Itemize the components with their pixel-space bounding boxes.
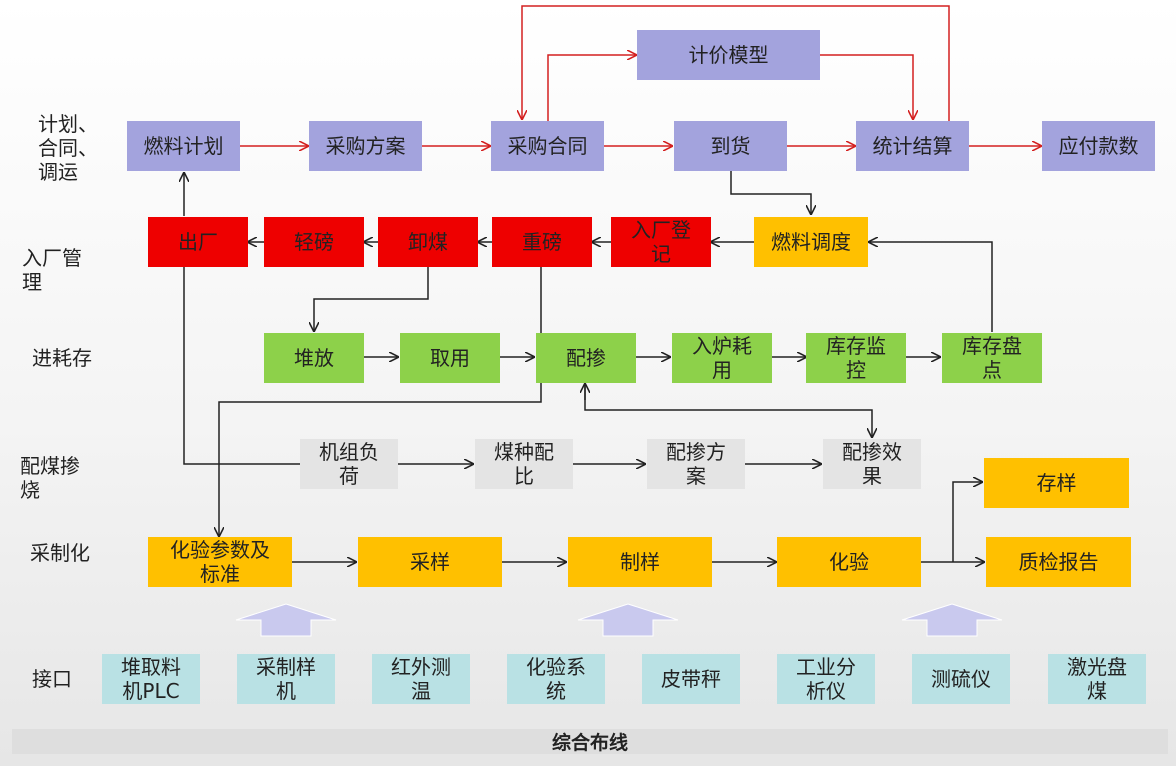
line-exit-to-load bbox=[183, 267, 300, 465]
arrow-inventory-to-dispatch bbox=[869, 242, 993, 332]
interface-stacker-plc: 堆取料 机PLC bbox=[102, 654, 200, 704]
lab-test-box: 化验 bbox=[777, 537, 921, 587]
arrow-blend-effect-link bbox=[584, 382, 872, 437]
lab-params-box: 化验参数及 标准 bbox=[148, 537, 292, 587]
exit-box: 出厂 bbox=[148, 217, 248, 267]
coal-ratio-box: 煤种配 比 bbox=[475, 439, 573, 489]
row-label-blending: 配煤掺 烧 bbox=[20, 454, 80, 502]
interface-laser-coal-survey: 激光盘 煤 bbox=[1048, 654, 1146, 704]
stack-box: 堆放 bbox=[264, 333, 364, 383]
row-label-storage: 进耗存 bbox=[32, 346, 92, 370]
purchase-contract-box: 采购合同 bbox=[491, 121, 604, 171]
quality-report-box: 质检报告 bbox=[986, 537, 1131, 587]
integrated-cabling-bar: 综合布线 bbox=[12, 729, 1168, 754]
payable-box: 应付款数 bbox=[1042, 121, 1155, 171]
blend-effect-box: 配掺效 果 bbox=[823, 439, 921, 489]
interface-infrared-temp: 红外测 温 bbox=[372, 654, 470, 704]
unit-load-box: 机组负 荷 bbox=[300, 439, 398, 489]
sample-prep-box: 制样 bbox=[568, 537, 712, 587]
gross-weigh-box: 重磅 bbox=[492, 217, 592, 267]
arrow-contract-to-pricing bbox=[547, 55, 636, 121]
interface-sulfur-meter: 测硫仪 bbox=[912, 654, 1010, 704]
inventory-count-box: 库存盘 点 bbox=[942, 333, 1042, 383]
furnace-use-box: 入炉耗 用 bbox=[672, 333, 772, 383]
pricing-model-box: 计价模型 bbox=[637, 30, 820, 80]
tare-weigh-box: 轻磅 bbox=[264, 217, 364, 267]
plan-row-arrows bbox=[240, 5, 1041, 146]
row-label-sampling: 采制化 bbox=[30, 541, 90, 565]
unload-box: 卸煤 bbox=[378, 217, 478, 267]
up-arrow-1 bbox=[235, 603, 337, 637]
interface-proximate-analyzer: 工业分 析仪 bbox=[777, 654, 875, 704]
sampling-box: 采样 bbox=[358, 537, 502, 587]
take-box: 取用 bbox=[400, 333, 500, 383]
row-label-interface: 接口 bbox=[32, 667, 72, 691]
blend-box: 配掺 bbox=[536, 333, 636, 383]
fuel-plan-box: 燃料计划 bbox=[127, 121, 240, 171]
inventory-monitor-box: 库存监 控 bbox=[806, 333, 906, 383]
arrow-gross-to-lab-params bbox=[219, 267, 542, 536]
arrow-settlement-to-contract bbox=[522, 5, 950, 121]
arrow-unload-to-stack bbox=[314, 267, 429, 331]
blend-scheme-box: 配掺方 案 bbox=[647, 439, 745, 489]
arrow-test-to-store bbox=[952, 482, 982, 562]
interface-sampler: 采制样 机 bbox=[237, 654, 335, 704]
row-label-plan: 计划、 合同、 调运 bbox=[38, 112, 98, 184]
sample-store-box: 存样 bbox=[984, 458, 1129, 508]
settlement-box: 统计结算 bbox=[856, 121, 969, 171]
fuel-dispatch-box: 燃料调度 bbox=[754, 217, 868, 267]
purchase-scheme-box: 采购方案 bbox=[309, 121, 422, 171]
up-arrow-3 bbox=[901, 603, 1003, 637]
arrow-pricing-to-settlement bbox=[820, 54, 913, 119]
arrival-box: 到货 bbox=[674, 121, 787, 171]
entry-register-box: 入厂登 记 bbox=[611, 217, 711, 267]
interface-lab-system: 化验系 统 bbox=[507, 654, 605, 704]
row-label-entry: 入厂管 理 bbox=[22, 246, 82, 294]
arrow-arrival-to-dispatch bbox=[730, 171, 811, 214]
interface-belt-scale: 皮带秤 bbox=[642, 654, 740, 704]
up-arrow-2 bbox=[577, 603, 679, 637]
